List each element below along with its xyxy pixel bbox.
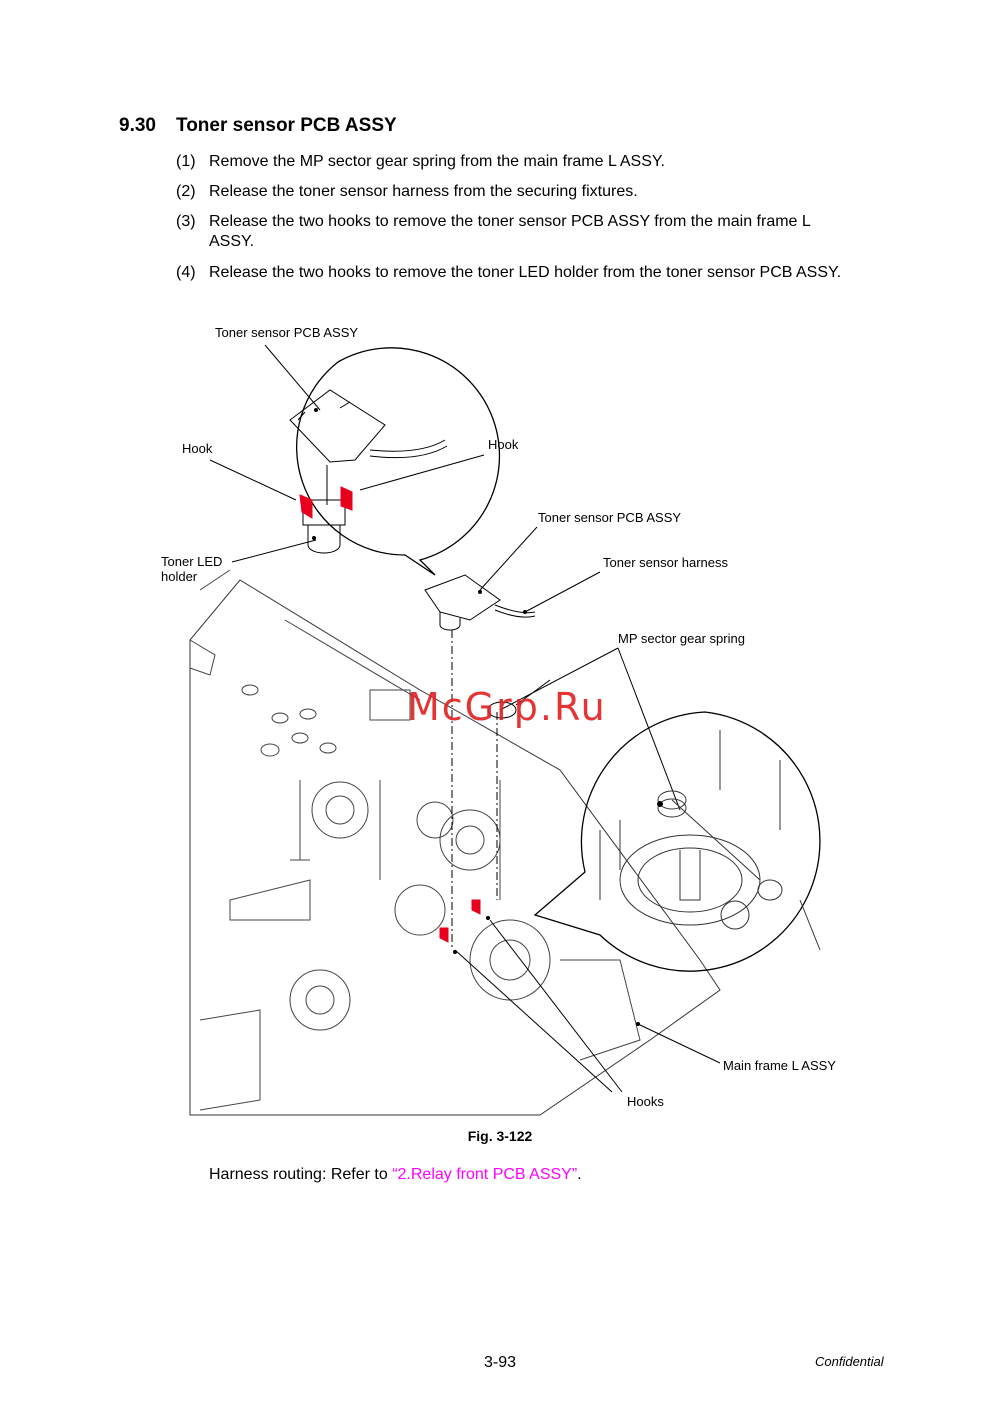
- harness-routing-note: Harness routing: Refer to “2.Relay front…: [209, 1166, 582, 1183]
- label-toner-sensor-harness: Toner sensor harness: [603, 555, 729, 570]
- label-mp-sector-gear-spring: MP sector gear spring: [618, 631, 745, 646]
- step-3: (3)Release the two hooks to remove the t…: [176, 213, 811, 250]
- label-toner-sensor-pcb-mid: Toner sensor PCB ASSY: [538, 510, 682, 525]
- confidential-label: Confidential: [815, 1354, 884, 1369]
- label-toner-led-holder: Toner LED holder: [161, 554, 223, 584]
- label-main-frame: Main frame L ASSY: [723, 1058, 836, 1073]
- label-hook-left: Hook: [182, 441, 213, 456]
- figure-caption: Fig. 3-122: [467, 1128, 533, 1144]
- label-toner-sensor-pcb-top: Toner sensor PCB ASSY: [215, 325, 359, 340]
- step-2: (2)Release the toner sensor harness from…: [176, 183, 638, 200]
- label-hooks: Hooks: [627, 1094, 664, 1109]
- page-number: 3-93: [483, 1354, 517, 1371]
- label-hook-right: Hook: [488, 437, 519, 452]
- relay-front-pcb-link[interactable]: “2.Relay front PCB ASSY”: [392, 1166, 578, 1183]
- watermark: McGrp.Ru: [407, 685, 607, 729]
- step-1: (1)Remove the MP sector gear spring from…: [176, 153, 665, 170]
- step-4: (4)Release the two hooks to remove the t…: [176, 264, 842, 281]
